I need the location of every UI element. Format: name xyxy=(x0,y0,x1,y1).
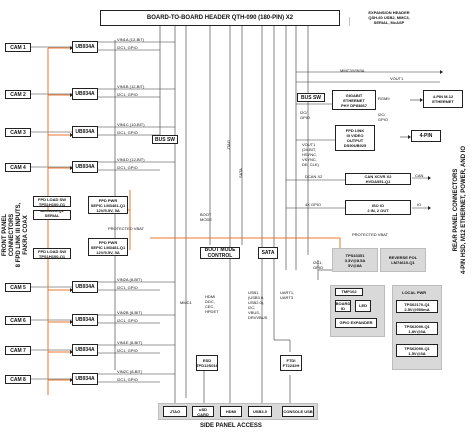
hdmi-signal-labels: HDMI DDC, CEC, HPDET xyxy=(205,294,219,314)
tps62090-1v8: TPS62090-Q1 1.8V@3A xyxy=(396,322,438,335)
tps43351: TPS43351 3.3V@8.5A 5V@8A xyxy=(332,248,378,272)
vout-signal-labels: VOUT1 (24-BIT, HSYNC, VSYNC, DE, CLK) xyxy=(302,142,319,167)
side-panel-item: USB3.0 xyxy=(248,406,272,417)
gpio-expander: GPIO EXPANDER xyxy=(335,318,377,328)
vout1-label: VOUT1 xyxy=(390,76,404,81)
ftdi-ft2232h: FTDI FT2232H xyxy=(280,355,302,371)
reverse-polarity: REVERSE POL LM74610-Q1 xyxy=(380,248,426,272)
camera-1: CAM 1 xyxy=(5,43,31,52)
cam-link-label: I2C1, GPIO xyxy=(117,165,138,170)
ethernet-4pin: 4-PIN M-12 ETHERNET xyxy=(423,90,463,108)
ub934a-4: UB934A xyxy=(72,161,98,173)
fpd-power-2: FPD PWR SEPIC LM3481-Q1 12V/5.5V, 5A xyxy=(88,238,128,256)
board-id: BOARD ID xyxy=(335,300,351,312)
cam-link-label: I2C1, GPIO xyxy=(117,377,138,382)
fpd-link-output: FPD LINK III VIDEO OUTPUT DS90UB925 xyxy=(335,125,375,151)
arrowheads xyxy=(70,46,443,382)
sata-line-label: SATA xyxy=(238,168,243,178)
side-panel-label: SIDE PANEL ACCESS xyxy=(200,423,262,429)
sata-box: SATA xyxy=(258,247,278,259)
ub934a-2: UB934A xyxy=(72,88,98,100)
ub934a-5: UB934A xyxy=(72,281,98,293)
camera-3: CAM 3 xyxy=(5,128,31,137)
power-lines xyxy=(47,47,341,395)
camera-8: CAM 8 xyxy=(5,375,31,384)
fpd-load-switch-1: FPD LOAD SW TPS1H100-Q1 xyxy=(33,196,71,207)
tps62170: TPS62170-Q1 2.5V@500mA xyxy=(396,300,438,313)
front-panel-label: FRONT PANEL CONNECTORS 8 FPD LINK III IN… xyxy=(2,202,29,268)
dcan-label: DCAN X2 xyxy=(305,174,323,179)
board-header: BOARD-TO-BOARD HEADER QTH-090 (180-PIN) … xyxy=(100,10,340,26)
uart-label: UART1, UART3 xyxy=(280,290,295,300)
camera-5: CAM 5 xyxy=(5,283,31,292)
fpd-load-switch-2: FPD LOAD SW TPS1H100-Q1 xyxy=(33,248,71,259)
rgmii-label: RGMII xyxy=(378,96,390,101)
i2c-gpio-label-1: I2C/ GPIO xyxy=(300,110,311,120)
expansion-header: EXPANSION HEADER QSH-60 USB2, MMC3, SERI… xyxy=(350,5,428,29)
cam-link-label: I2C1, GPIO xyxy=(117,285,138,290)
side-panel-item: uSD CARD xyxy=(192,406,214,417)
camera-4: CAM 4 xyxy=(5,163,31,172)
cam-link-label: I2C1, GPIO xyxy=(117,45,138,50)
side-panel-item: CONSOLE USB xyxy=(282,406,314,417)
protected-vbat-2: PROTECTED VBAT xyxy=(352,232,388,237)
fpd-power-1: FPD PWR SEPIC LM3481-Q1 12V/5.5V, 5A xyxy=(88,196,128,214)
camera-2: CAM 2 xyxy=(5,90,31,99)
cam-link-label: VIN2A (8-BIT) xyxy=(117,277,142,282)
cam-link-label: VIN1D (12-BIT) xyxy=(117,157,145,162)
cam-link-label: VIN1C (10-BIT) xyxy=(117,122,145,127)
protected-vbat-1: PROTECTED VBAT xyxy=(108,226,144,231)
gpio-4x-label: 4X GPIO xyxy=(305,202,322,207)
boot-mode-label: BOOT MODE xyxy=(200,212,212,222)
cam-link-label: VIN1E (8-BIT) xyxy=(117,340,143,345)
i2c-gpio-label-2: I2C/ GPIO xyxy=(378,112,389,122)
ub934a-3: UB934A xyxy=(72,126,98,138)
side-panel-item: JTAG xyxy=(163,406,187,417)
cam-link-label: VIN1B (12-BIT) xyxy=(117,84,145,89)
cam-link-label: I2C1, GPIO xyxy=(117,130,138,135)
mmc-vin3a-label: MMC3/VIN3A xyxy=(340,68,365,73)
tmp102: TMP102 xyxy=(335,288,363,296)
ub934a-8: UB934A xyxy=(72,373,98,385)
led: LED xyxy=(355,300,371,312)
ads1115: ADS1115-Q1 SERIAL A2D X2 xyxy=(33,210,71,220)
jtag-line-label: JTAG xyxy=(226,140,231,150)
esd-tpd12s016: ESD TPD12S016 xyxy=(196,355,218,371)
tps62090-1v5: TPS62090-Q1 1.5V@3A xyxy=(396,344,438,357)
camera-6: CAM 6 xyxy=(5,316,31,325)
can-transceiver: CAN XCVR X2 HVDA551-Q1 xyxy=(345,173,411,185)
gigabit-ethernet: GIGABIT ETHERNET PHY DP83867 xyxy=(332,90,376,110)
usb-signal-labels: USB1 (USB3.0, USB2.0), I2C, VBUS, DRVVBU… xyxy=(248,290,268,320)
bus-sw-right: BUS SW xyxy=(297,93,325,102)
bus-sw-left: BUS SW xyxy=(152,135,178,144)
cam-link-label: VIN2C (8-BIT) xyxy=(117,369,143,374)
ub934a-7: UB934A xyxy=(72,344,98,356)
can-label: CAN xyxy=(415,173,424,178)
iso-io: ISO IO 2 IN, 2 OUT xyxy=(345,200,411,215)
mmc1-label: MMC1 xyxy=(180,300,192,305)
cam-link-label: I2C1, GPIO xyxy=(117,92,138,97)
ub934a-1: UB934A xyxy=(72,41,98,53)
ub934a-6: UB934A xyxy=(72,314,98,326)
hsd-4pin: 4-PIN xyxy=(411,130,441,142)
i2c1-gpio-label: I2C1, GPIO xyxy=(313,260,324,270)
io-label: IO xyxy=(417,202,422,207)
rear-panel-label: REAR PANEL CONNECTORS 4-PIN HSD, M12 ETH… xyxy=(453,145,467,275)
cam-link-label: I2C1, GPIO xyxy=(117,318,138,323)
cam-link-label: VIN1A (12-BIT) xyxy=(117,37,145,42)
local-power-label: LOCAL PWR xyxy=(402,290,427,295)
boot-mode-control: BOOT MODE CONTROL xyxy=(200,247,240,259)
side-panel-item: HDMI xyxy=(220,406,242,417)
cam-link-label: I2C1, GPIO xyxy=(117,348,138,353)
cam-link-label: VIN2B (8-BIT) xyxy=(117,310,143,315)
camera-7: CAM 7 xyxy=(5,346,31,355)
